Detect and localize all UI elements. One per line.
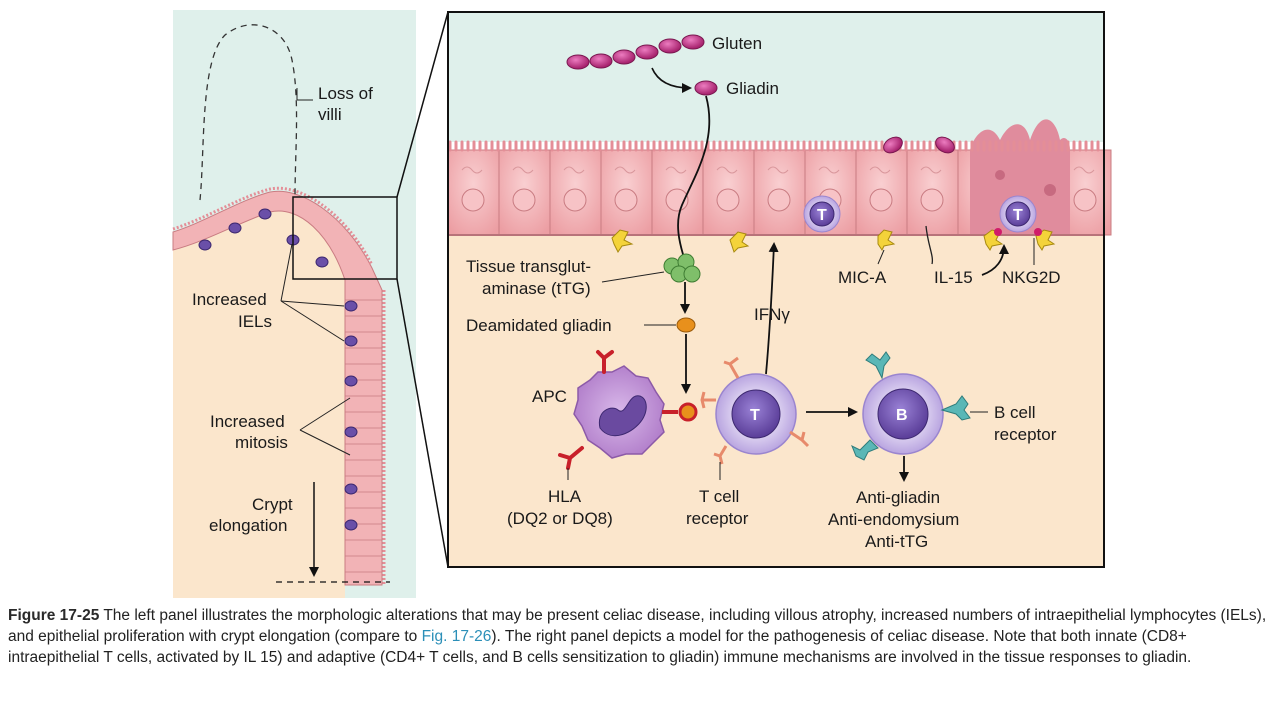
iel-2-letter: T bbox=[1013, 207, 1023, 224]
lost-villus-outline bbox=[199, 24, 298, 201]
label-anti-endomysium: Anti-endomysium bbox=[828, 510, 959, 529]
t-cell-cd4 bbox=[700, 356, 810, 465]
label-anti-gliadin: Anti-gliadin bbox=[856, 488, 940, 507]
deamidated-gliadin bbox=[676, 317, 696, 333]
right-panel-border bbox=[447, 11, 1105, 568]
left-panel: Loss of villi Increased IELs Increased m… bbox=[172, 10, 449, 598]
apc-cell bbox=[558, 350, 678, 470]
figure-number: Figure 17-25 bbox=[8, 607, 100, 624]
label-crypt-elongation-2: elongation bbox=[209, 516, 287, 535]
label-mic-a: MIC-A bbox=[838, 268, 887, 287]
label-tcr-1: T cell bbox=[699, 487, 739, 506]
caption-text-2: ). The right panel depicts a model for t… bbox=[8, 628, 1192, 666]
iel-2 bbox=[999, 195, 1037, 233]
b-cell-letter: B bbox=[896, 407, 908, 424]
gliadin-molecule bbox=[694, 80, 718, 96]
label-crypt-elongation-1: Crypt bbox=[252, 495, 293, 514]
figure-cross-reference-link[interactable]: Fig. 17-26 bbox=[421, 628, 492, 645]
label-loss-of-villi-2: villi bbox=[318, 105, 342, 124]
label-gluten: Gluten bbox=[712, 34, 762, 53]
label-deamidated-gliadin: Deamidated gliadin bbox=[466, 316, 612, 335]
b-cell bbox=[851, 351, 971, 461]
label-increased-mitosis-1: Increased bbox=[210, 412, 285, 431]
gluten-chain bbox=[566, 34, 705, 70]
label-apc: APC bbox=[532, 387, 567, 406]
ttg-enzyme bbox=[663, 253, 701, 283]
label-nkg2d: NKG2D bbox=[1002, 268, 1061, 287]
iel-1-letter: T bbox=[817, 207, 827, 224]
antigen-complex bbox=[678, 402, 698, 422]
celiac-disease-diagram: Loss of villi Increased IELs Increased m… bbox=[172, 10, 1112, 598]
microvilli bbox=[448, 140, 1100, 152]
t-cell-letter: T bbox=[750, 407, 760, 424]
iel-1 bbox=[803, 195, 841, 233]
label-hla-2: (DQ2 or DQ8) bbox=[507, 509, 613, 528]
left-panel-lamina-propria bbox=[173, 210, 345, 598]
label-gliadin: Gliadin bbox=[726, 79, 779, 98]
label-ifn-gamma: IFNγ bbox=[754, 305, 790, 324]
label-increased-mitosis-2: mitosis bbox=[235, 433, 288, 452]
label-increased-iels-1: Increased bbox=[192, 290, 267, 309]
right-panel: Gluten Gliadin Tissue transglut- aminase… bbox=[447, 11, 1112, 568]
caption-text-1: The left panel illustrates the morpholog… bbox=[8, 607, 1267, 645]
label-bcr-2: receptor bbox=[994, 425, 1057, 444]
label-bcr-1: B cell bbox=[994, 403, 1036, 422]
label-ttg-2: aminase (tTG) bbox=[482, 279, 591, 298]
label-anti-ttg: Anti-tTG bbox=[865, 532, 928, 551]
label-il15: IL-15 bbox=[934, 268, 973, 287]
zoom-box bbox=[292, 196, 398, 280]
label-tcr-2: receptor bbox=[686, 509, 749, 528]
label-increased-iels-2: IELs bbox=[238, 312, 272, 331]
label-hla-1: HLA bbox=[548, 487, 582, 506]
label-loss-of-villi-1: Loss of bbox=[318, 84, 373, 103]
left-panel-epithelium bbox=[172, 190, 383, 586]
right-panel-lumen bbox=[448, 12, 1104, 142]
figure-caption: Figure 17-25 The left panel illustrates … bbox=[8, 605, 1280, 668]
label-ttg-1: Tissue transglut- bbox=[466, 257, 591, 276]
